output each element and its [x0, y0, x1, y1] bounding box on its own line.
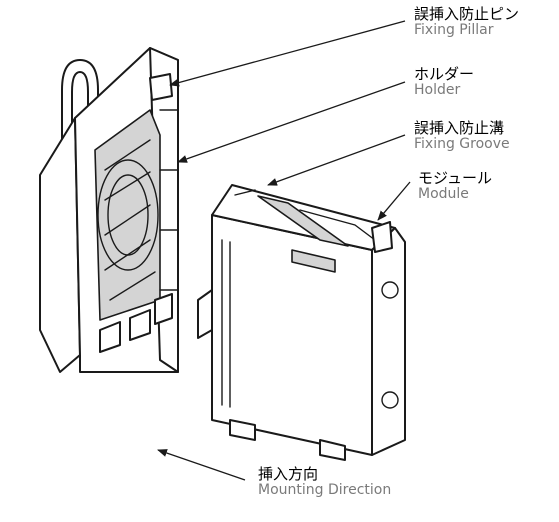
mounting-direction-arrow: [157, 449, 246, 481]
label-mounting-direction-en: Mounting Direction: [258, 481, 392, 498]
label-fixing-pillar: 誤挿入防止ピン Fixing Pillar: [414, 6, 519, 38]
label-holder: ホルダー Holder: [414, 66, 474, 98]
label-module: モジュール Module: [418, 170, 492, 202]
holder-inner-opening: [94, 109, 161, 321]
label-module-jp: モジュール: [418, 169, 492, 187]
label-fixing-pillar-jp: 誤挿入防止ピン: [414, 5, 520, 23]
leader-module: [377, 181, 411, 221]
label-mounting-direction: 挿入方向 Mounting Direction: [258, 466, 391, 498]
module-side-hole: [381, 391, 399, 409]
label-mounting-direction-jp: 挿入方向: [258, 465, 319, 483]
holder-foot: [99, 321, 121, 353]
module-foot: [229, 419, 256, 441]
module-foot: [319, 439, 346, 461]
module-top-ridge: [234, 189, 376, 241]
label-fixing-groove: 誤挿入防止溝 Fixing Groove: [414, 120, 510, 152]
holder-foot: [154, 293, 173, 325]
label-holder-en: Holder: [414, 81, 461, 98]
module-top-clip: [371, 221, 393, 253]
holder-foot: [129, 309, 151, 341]
module-part: [197, 184, 406, 461]
holder-side-notches: [159, 109, 179, 291]
label-fixing-groove-jp: 誤挿入防止溝: [414, 119, 505, 137]
label-holder-jp: ホルダー: [414, 65, 475, 83]
module-right-face: [371, 227, 406, 456]
module-front-slot: [291, 249, 336, 273]
holder-part: [39, 47, 179, 373]
label-fixing-groove-en: Fixing Groove: [414, 135, 510, 152]
module-left-guide: [221, 239, 231, 408]
module-left-tab: [197, 289, 213, 339]
label-fixing-pillar-en: Fixing Pillar: [414, 21, 494, 38]
holder-ring-inner: [107, 174, 149, 256]
fixing-pillar-nub: [149, 73, 173, 101]
label-module-en: Module: [418, 185, 469, 202]
fixing-groove-channel: [257, 195, 349, 247]
leader-fixing-groove: [267, 134, 406, 186]
holder-ring: [97, 159, 159, 271]
holder-inner-detail: [104, 139, 156, 301]
holder-front-plate: [39, 117, 81, 373]
leader-fixing-pillar: [169, 20, 406, 87]
leader-holder: [177, 81, 406, 163]
module-side-hole: [381, 281, 399, 299]
